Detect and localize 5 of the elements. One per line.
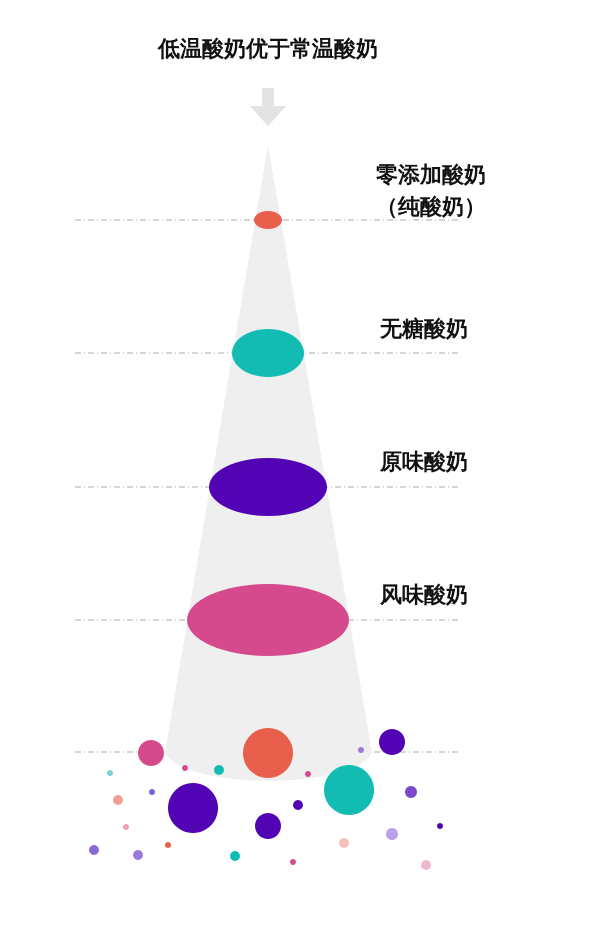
title: 低温酸奶优于常温酸奶 [156, 36, 379, 64]
level-label: 零添加酸奶（纯酸奶） [375, 162, 487, 222]
level-label: 原味酸奶 [380, 449, 468, 477]
level-label: 风味酸奶 [380, 582, 468, 610]
level-label: 无糖酸奶 [380, 316, 468, 344]
